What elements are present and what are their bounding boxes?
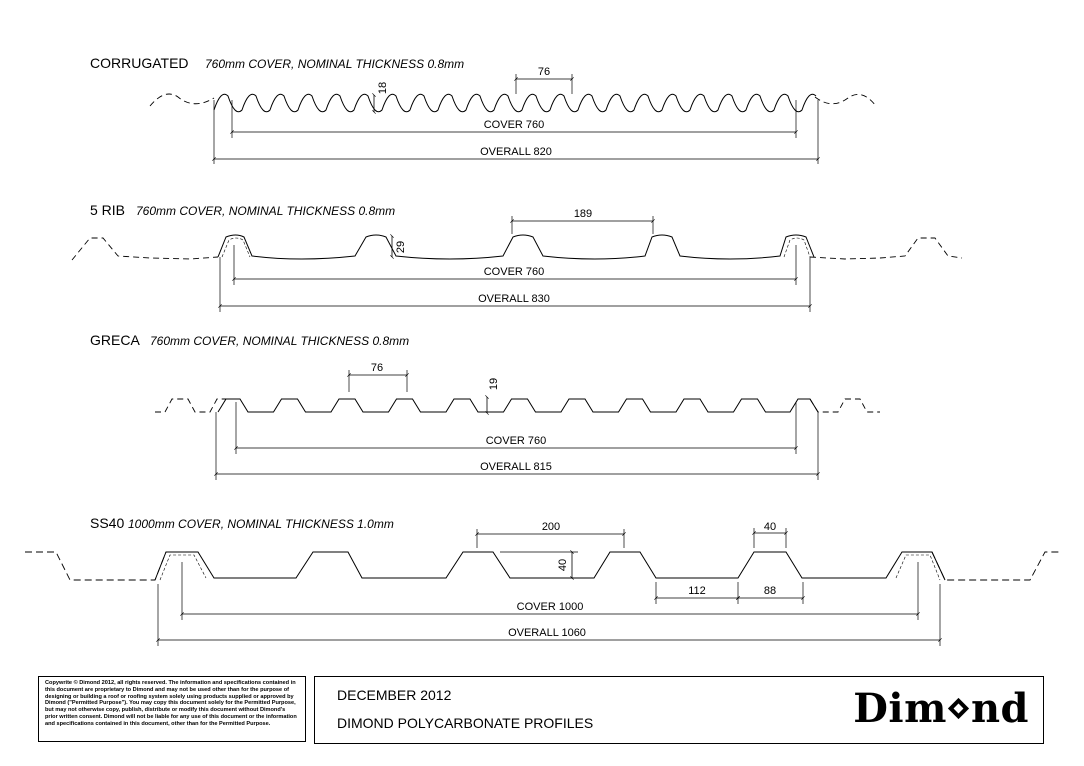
five-rib-overall-label: OVERALL 830	[478, 293, 550, 305]
ss40-spec: 1000mm COVER, NOMINAL THICKNESS 1.0mm	[128, 517, 394, 531]
corrugated-overall-label: OVERALL 820	[480, 146, 552, 158]
corrugated-spec: 760mm COVER, NOMINAL THICKNESS 0.8mm	[205, 57, 464, 71]
corrugated-height-label: 18	[377, 82, 389, 94]
five-rib-height-label: 29	[395, 241, 407, 253]
five-rib-spec: 760mm COVER, NOMINAL THICKNESS 0.8mm	[136, 204, 395, 218]
five-rib-profile	[217, 234, 815, 260]
greca-title: GRECA	[90, 332, 140, 348]
ss40-title: SS40	[90, 515, 124, 531]
ss40-pitch-label: 200	[542, 521, 560, 533]
corrugated-profile-edge-right	[814, 93, 877, 107]
greca-profile	[217, 398, 819, 413]
five-rib-section: 5 RIB 760mm COVER, NOMINAL THICKNESS 0.8…	[71, 202, 963, 312]
logo-text-left: Dim	[853, 685, 947, 732]
drawing-title: DIMOND POLYCARBONATE PROFILES	[337, 715, 594, 731]
five-rib-profile-edge-left	[71, 237, 219, 261]
corrugated-pitch-label: 76	[538, 66, 550, 78]
five-rib-cover-label: COVER 760	[484, 266, 545, 278]
five-rib-title: 5 RIB	[90, 202, 125, 218]
five-rib-pitch-label: 189	[574, 208, 592, 220]
ss40-cover-label: COVER 1000	[517, 601, 584, 613]
logo-diamond-icon	[947, 697, 970, 720]
greca-profile-edge-right	[809, 398, 880, 413]
greca-pitch-label: 76	[371, 362, 383, 374]
corrugated-section: CORRUGATED 760mm COVER, NOMINAL THICKNES…	[90, 55, 877, 164]
corrugated-profile-edge-left	[149, 93, 215, 107]
ss40-overall-label: OVERALL 1060	[508, 627, 586, 639]
ss40-height-label: 40	[557, 559, 569, 571]
corrugated-title: CORRUGATED	[90, 55, 189, 71]
corrugated-cover-label: COVER 760	[484, 119, 545, 131]
copyright-notice: Copywrite © Dimond 2012, all rights rese…	[38, 676, 306, 742]
greca-profile-edge-left	[155, 398, 228, 413]
ss40-profile-edge-left	[25, 551, 167, 581]
greca-overall-label: OVERALL 815	[480, 461, 552, 473]
drawing-date: DECEMBER 2012	[337, 687, 452, 703]
greca-cover-label: COVER 760	[486, 435, 547, 447]
ss40-rib-base-label: 88	[764, 585, 776, 597]
logo-text-right: nd	[970, 685, 1029, 732]
title-block: DECEMBER 2012 DIMOND POLYCARBONATE PROFI…	[314, 676, 1044, 744]
ss40-section: SS40 1000mm COVER, NOMINAL THICKNESS 1.0…	[25, 515, 1062, 646]
ss40-profile	[154, 551, 946, 581]
greca-height-label: 19	[488, 378, 500, 390]
ss40-pan-label: 112	[688, 585, 706, 597]
five-rib-profile-edge-right	[809, 237, 963, 260]
greca-section: GRECA 760mm COVER, NOMINAL THICKNESS 0.8…	[90, 332, 880, 480]
corrugated-profile	[213, 93, 817, 113]
ss40-profile-edge-right	[931, 551, 1062, 581]
greca-spec: 760mm COVER, NOMINAL THICKNESS 0.8mm	[150, 334, 409, 348]
ss40-crest-label: 40	[764, 521, 776, 533]
